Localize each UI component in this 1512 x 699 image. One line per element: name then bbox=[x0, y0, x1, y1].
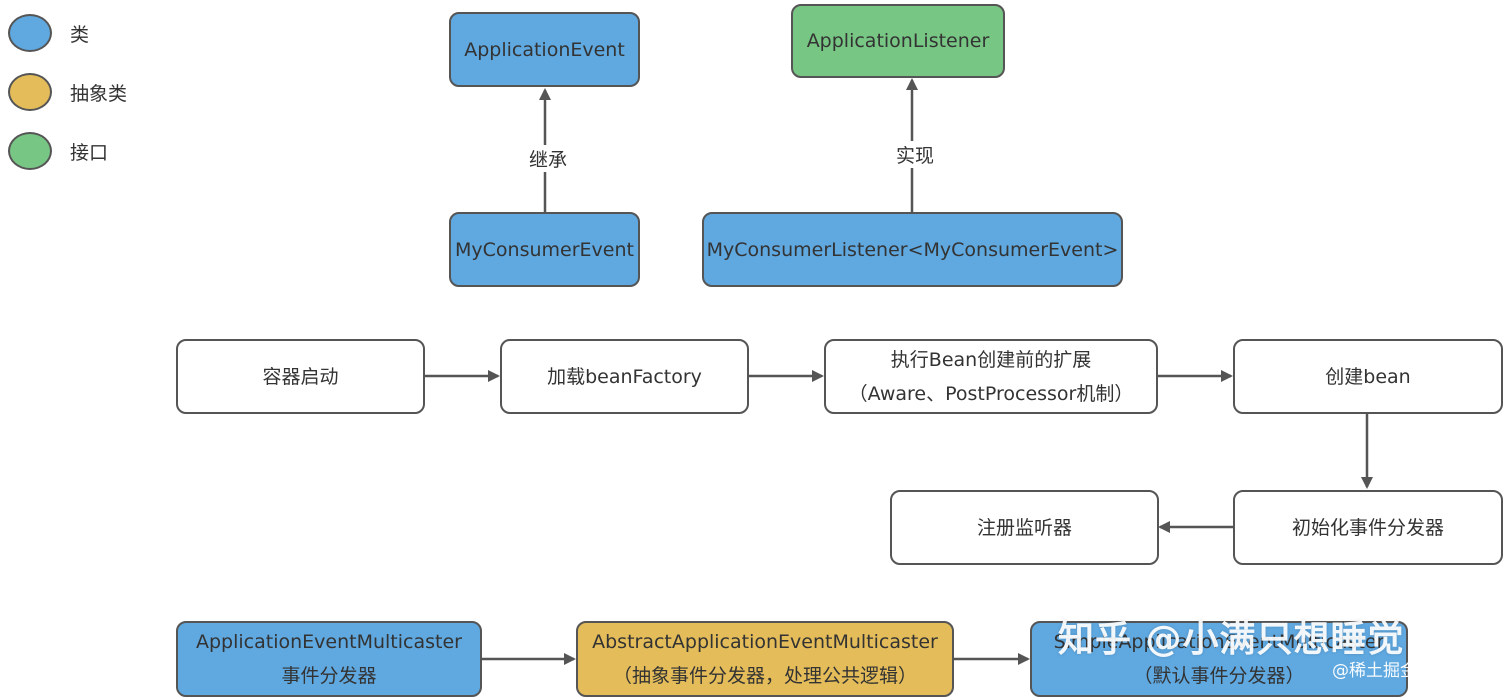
inherit-label: 继承 bbox=[525, 145, 572, 172]
event-multicaster-desc: 事件分发器 bbox=[281, 665, 377, 687]
application-listener-node: ApplicationListener bbox=[791, 4, 1005, 78]
load-bean-factory-node: 加载beanFactory bbox=[500, 339, 749, 414]
init-multicaster-node: 初始化事件分发器 bbox=[1233, 490, 1503, 565]
abstract-multicaster-node: AbstractApplicationEventMulticaster （抽象事… bbox=[576, 621, 954, 697]
simple-multicaster-node: SimpleApplicationEventMulticaster （默认事件分… bbox=[1030, 621, 1408, 697]
legend-interface-swatch bbox=[8, 132, 52, 170]
legend-class-swatch bbox=[8, 14, 52, 52]
event-multicaster-node: ApplicationEventMulticaster 事件分发器 bbox=[176, 621, 482, 697]
container-start-text: 容器启动 bbox=[262, 365, 339, 388]
container-start-node: 容器启动 bbox=[176, 339, 425, 414]
load-bean-factory-text: 加载beanFactory bbox=[547, 365, 702, 388]
event-multicaster-name: ApplicationEventMulticaster bbox=[196, 631, 462, 653]
application-event-node: ApplicationEvent bbox=[449, 12, 640, 87]
my-consumer-event-node: MyConsumerEvent bbox=[449, 212, 640, 287]
abstract-multicaster-name: AbstractApplicationEventMulticaster bbox=[592, 631, 938, 653]
legend-interface-label: 接口 bbox=[70, 142, 109, 164]
pre-create-extension-line2: （Aware、PostProcessor机制） bbox=[848, 382, 1134, 405]
abstract-multicaster-desc: （抽象事件分发器，处理公共逻辑） bbox=[612, 665, 917, 687]
implement-label: 实现 bbox=[892, 141, 939, 168]
simple-multicaster-desc: （默认事件分发器） bbox=[1133, 665, 1305, 687]
pre-create-extension-line1: 执行Bean创建前的扩展 bbox=[890, 348, 1092, 371]
legend-class-label: 类 bbox=[70, 24, 90, 46]
my-consumer-event-text: MyConsumerEvent bbox=[455, 238, 634, 261]
create-bean-node: 创建bean bbox=[1233, 339, 1503, 414]
application-event-text: ApplicationEvent bbox=[464, 38, 625, 61]
legend-abstract-label: 抽象类 bbox=[70, 83, 128, 105]
init-multicaster-text: 初始化事件分发器 bbox=[1291, 516, 1444, 539]
watermark-juejin: @稀土掘金技术社区 bbox=[1332, 661, 1485, 681]
watermark-zhihu: 知乎 @小满只想睡觉 bbox=[1058, 619, 1405, 660]
register-listener-text: 注册监听器 bbox=[976, 516, 1072, 539]
my-consumer-listener-node: MyConsumerListener<MyConsumerEvent> bbox=[702, 212, 1123, 287]
create-bean-text: 创建bean bbox=[1325, 365, 1411, 388]
register-listener-node: 注册监听器 bbox=[890, 490, 1159, 565]
pre-create-extension-node: 执行Bean创建前的扩展 （Aware、PostProcessor机制） bbox=[824, 339, 1158, 414]
legend-abstract-swatch bbox=[8, 73, 52, 111]
application-listener-text: ApplicationListener bbox=[806, 30, 990, 52]
my-consumer-listener-text: MyConsumerListener<MyConsumerEvent> bbox=[706, 238, 1119, 261]
simple-multicaster-name: SimpleApplicationEventMulticaster bbox=[1053, 631, 1385, 653]
